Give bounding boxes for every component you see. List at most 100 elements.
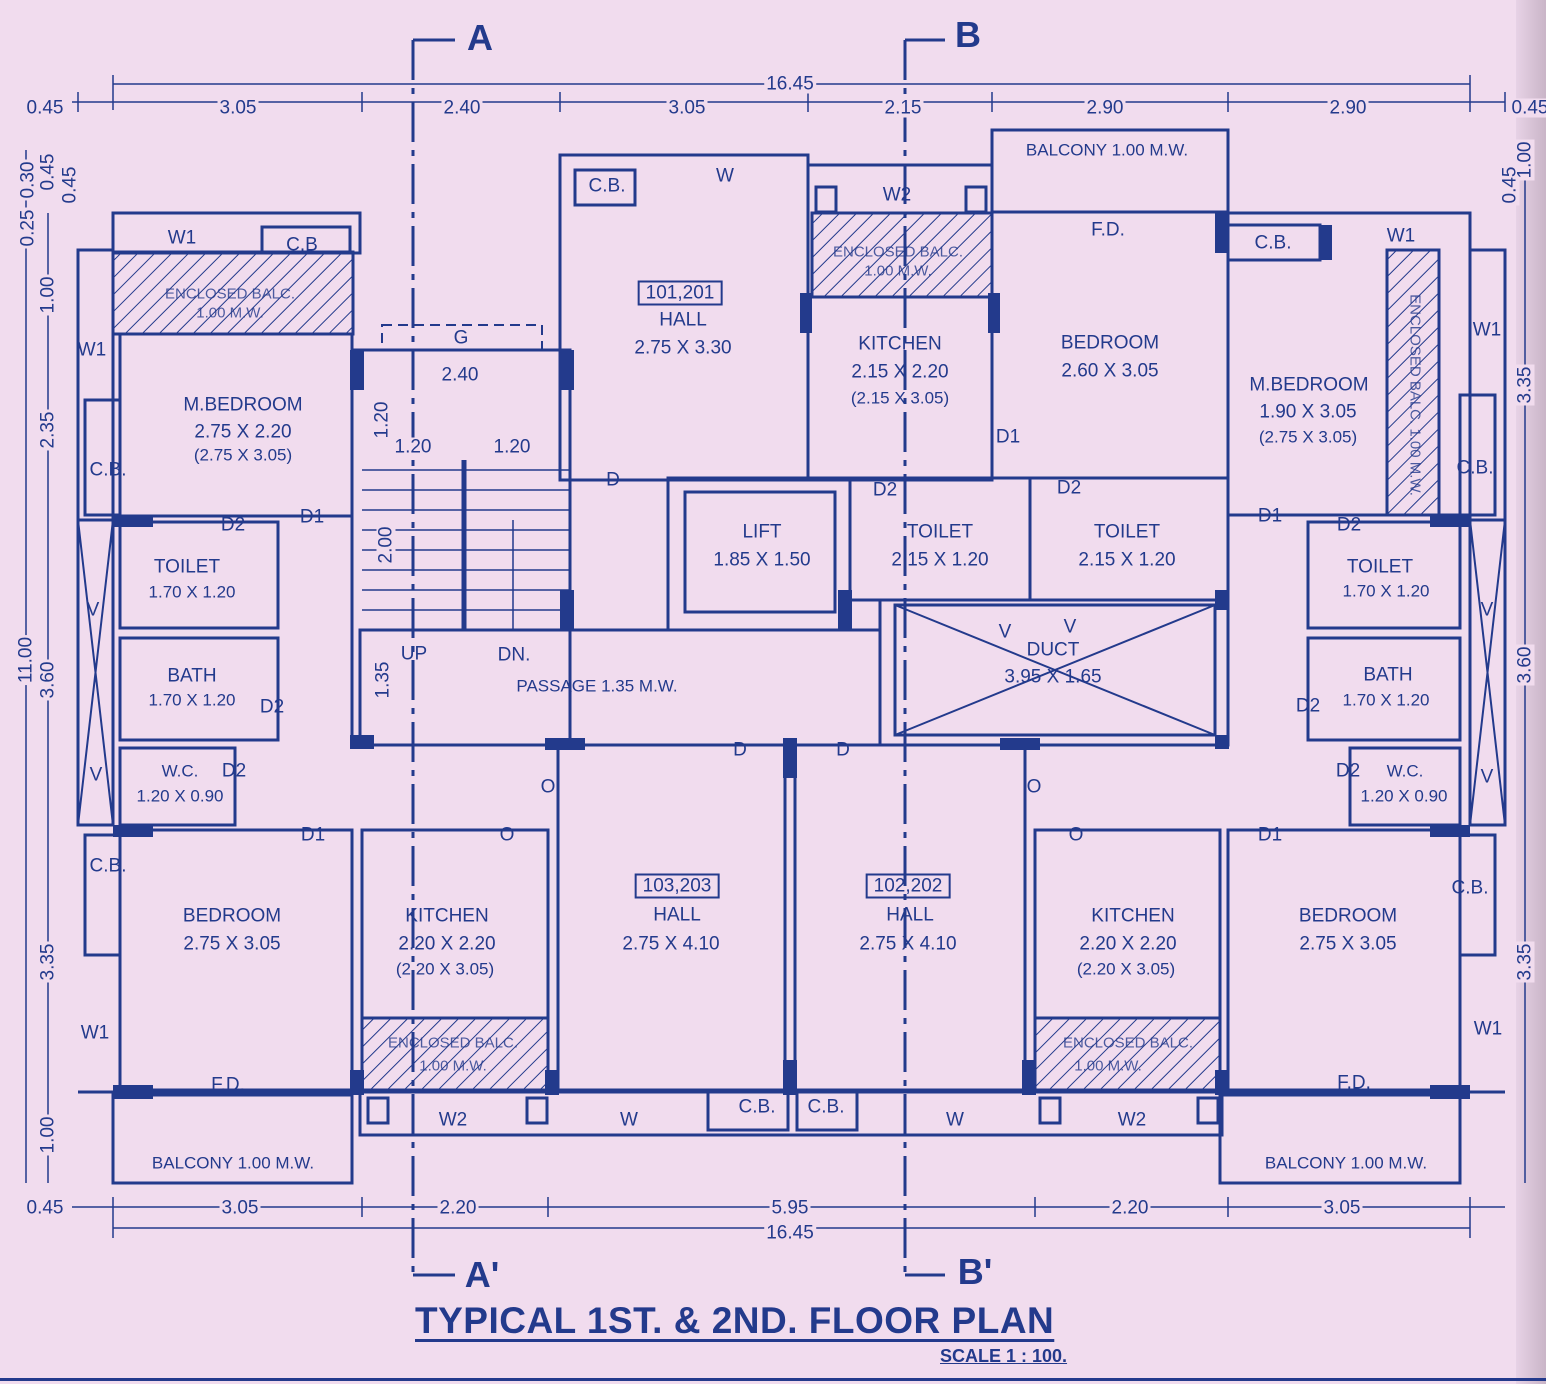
room-size: 2.15 X 1.20 [1078,549,1176,571]
drawing-scale: SCALE 1 : 100. [940,1346,1068,1366]
room-size: 1.70 X 1.20 [148,690,236,710]
room-size: 1.20 X 0.90 [1360,786,1448,806]
vent-label: V [1480,599,1494,621]
door-label: D2 [220,514,246,536]
dim-top-total: 16.45 [764,73,816,95]
dim-left: 0.30 [17,159,39,201]
room-name: TOILET [153,556,221,578]
dim-top: 0.45 [24,97,66,119]
window-label: W1 [77,339,107,361]
dim-stair: 1.35 [372,659,394,701]
door-label: D1 [299,506,325,528]
cupboard-label: C.B. [89,855,127,877]
room-size: 2.75 X 2.20 [194,421,292,443]
opening-label: O [540,776,556,798]
door-label: D2 [1295,695,1321,717]
stair-up-label: UP [400,643,428,665]
walls [76,128,1507,1185]
room-name: DUCT [1026,639,1080,661]
cupboard-label: C.B. [1254,232,1292,254]
door-label: F.D. [1091,219,1125,241]
room-name: HALL [886,904,934,926]
window-label: W1 [167,227,197,249]
dim-top: 3.05 [217,97,259,119]
room-name: BEDROOM [1298,905,1398,927]
opening-label: O [499,824,515,846]
vent-label: V [86,599,100,621]
cupboard-label: C.B [286,234,318,256]
enclosed-balcony-width: 1.00 M.W. [1074,1057,1142,1075]
room-size: 1.85 X 1.50 [713,549,811,571]
dim-right: 3.35 [1514,364,1536,406]
room-size-alt: (2.20 X 3.05) [395,959,495,979]
opening-label: O [1026,776,1042,798]
room-size: 2.75 X 3.05 [183,933,281,955]
room-name: HALL [653,904,701,926]
vent-label: V [1063,616,1077,638]
window-label: W2 [1117,1109,1147,1131]
window-label: W1 [1472,319,1502,341]
window-label: W [946,1109,964,1131]
unit-number: 102,202 [865,873,951,899]
dim-top: 3.05 [666,97,708,119]
vent-label: V [1480,766,1494,788]
dim-left: 0.25 [17,207,39,249]
room-name: W.C. [161,761,199,781]
room-name: BEDROOM [1060,332,1160,354]
enclosed-balcony-width: 1.00 M.W. [419,1057,487,1075]
dim-right: 3.60 [1514,644,1536,686]
dim-bottom-total: 16.45 [764,1222,816,1244]
dim-bottom: 2.20 [1109,1197,1151,1219]
door-label: D [836,739,850,761]
door-label: D2 [1335,760,1361,782]
room-size: 1.70 X 1.20 [148,582,236,602]
door-label: D1 [1257,505,1283,527]
dim-bottom: 5.95 [769,1197,811,1219]
border-line [0,1378,1546,1381]
vent-label: V [89,764,103,786]
room-name: KITCHEN [1091,905,1175,927]
dim-top: 2.90 [1327,97,1369,119]
dim-right: 1.00 [1514,139,1536,181]
enclosed-balcony-label: ENCLOSED BALC. [832,243,964,261]
room-size: 2.15 X 1.20 [891,549,989,571]
room-name: BEDROOM [182,905,282,927]
opening-label: O [1068,824,1084,846]
room-size-alt: (2.75 X 3.05) [193,445,293,465]
dimension-lines [25,75,1526,1238]
door-label: D2 [1056,477,1082,499]
room-size: 1.70 X 1.20 [1342,581,1430,601]
dim-stair: 1.20 [491,436,533,458]
room-size: 2.60 X 3.05 [1061,360,1159,382]
section-marker-b: B [955,14,981,55]
room-size: 1.70 X 1.20 [1342,690,1430,710]
balcony-label: BALCONY 1.00 M.W. [1025,140,1189,160]
room-size: 3.95 X 1.65 [1004,666,1102,688]
door-label: F.D. [1337,1072,1371,1094]
dim-bottom: 0.45 [24,1197,66,1219]
balcony-label: BALCONY 1.00 M.W. [151,1153,315,1173]
window-label: W1 [1386,225,1416,247]
room-name: TOILET [1093,521,1161,543]
door-label: D2 [1336,514,1362,536]
enclosed-balcony-width: 1.00 M.W. [196,304,264,322]
room-name: LIFT [742,521,782,543]
door-label: D2 [872,479,898,501]
room-name: BATH [1363,664,1413,686]
cupboard-label: C.B. [807,1096,845,1118]
room-size: 1.20 X 0.90 [136,786,224,806]
door-label: D1 [1257,824,1283,846]
room-name: W.C. [1386,761,1424,781]
dim-left: 1.00 [37,274,59,316]
room-size: 2.20 X 2.20 [398,933,496,955]
cupboard-label: C.B. [1456,457,1494,479]
enclosed-balcony-width: 1.00 M.W. [864,262,932,280]
dim-left: 3.35 [37,941,59,983]
dim-top: 2.40 [441,97,483,119]
vent-label: V [998,621,1012,643]
section-marker-a: A [467,17,493,58]
room-size: 2.75 X 3.05 [1299,933,1397,955]
dim-left: 1.00 [37,1114,59,1156]
enclosed-balcony-label: ENCLOSED BALC. [387,1034,519,1052]
